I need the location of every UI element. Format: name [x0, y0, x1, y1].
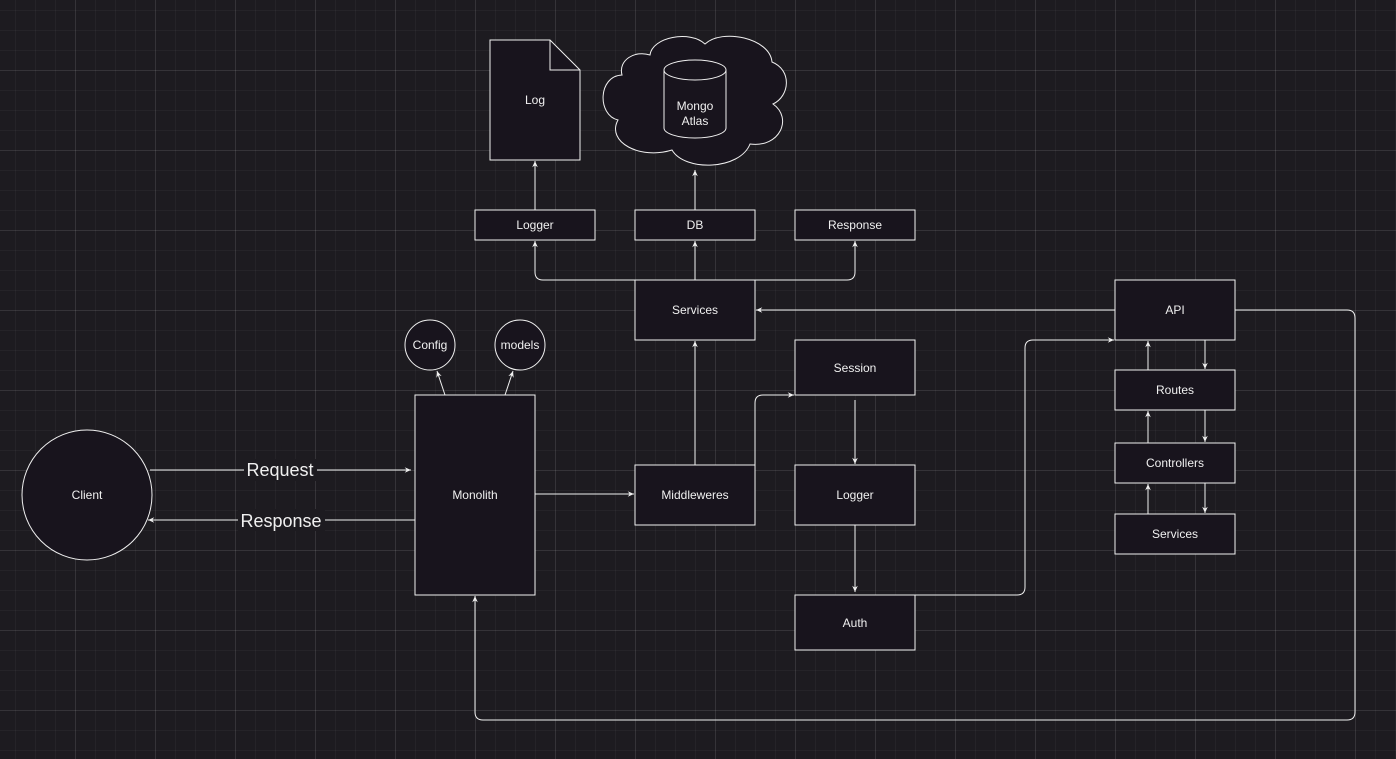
svg-text:Services: Services [672, 303, 718, 317]
svg-text:Client: Client [72, 488, 103, 502]
svg-text:Atlas: Atlas [682, 114, 709, 128]
controllers-node[interactable]: Controllers [1114, 442, 1236, 484]
request-label: Request [244, 459, 317, 481]
svg-text:Session: Session [834, 361, 877, 375]
services-right-node[interactable]: Services [1114, 513, 1236, 555]
routes-node[interactable]: Routes [1114, 369, 1236, 411]
svg-text:Response: Response [240, 511, 321, 531]
middleweres-node[interactable]: Middleweres [634, 464, 756, 526]
logger-mid-node[interactable]: Logger [794, 464, 916, 526]
database-cylinder-icon [663, 59, 727, 139]
svg-text:Auth: Auth [843, 616, 868, 630]
models-node[interactable]: models [494, 319, 546, 371]
response-label: Response [238, 509, 325, 531]
svg-text:DB: DB [687, 218, 704, 232]
api-to-monolith-edge[interactable] [472, 309, 1356, 721]
monolith-to-models-edge[interactable] [504, 370, 514, 396]
services-to-logger-edge[interactable] [532, 241, 695, 281]
config-node[interactable]: Config [404, 319, 456, 371]
svg-text:Logger: Logger [516, 218, 553, 232]
monolith-node[interactable]: Monolith [414, 394, 536, 596]
auth-to-api-edge[interactable] [915, 337, 1114, 596]
svg-text:Config: Config [413, 338, 448, 352]
svg-text:Controllers: Controllers [1146, 456, 1204, 470]
svg-text:Logger: Logger [836, 488, 873, 502]
services-node[interactable]: Services [634, 279, 756, 341]
svg-text:Middleweres: Middleweres [661, 488, 728, 502]
client-node[interactable]: Client [21, 429, 153, 561]
response-node[interactable]: Response [794, 209, 916, 241]
svg-text:models: models [501, 338, 540, 352]
session-node[interactable]: Session [794, 339, 916, 396]
api-node[interactable]: API [1114, 279, 1236, 341]
logger-top-node[interactable]: Logger [474, 209, 596, 241]
auth-node[interactable]: Auth [794, 594, 916, 651]
svg-text:Request: Request [246, 460, 313, 480]
svg-text:Response: Response [828, 218, 882, 232]
svg-text:Services: Services [1152, 527, 1198, 541]
log-document-node[interactable]: Log [489, 39, 581, 161]
services-to-response-edge[interactable] [695, 241, 858, 281]
svg-text:Mongo: Mongo [677, 99, 714, 113]
db-node[interactable]: DB [634, 209, 756, 241]
svg-text:API: API [1165, 303, 1184, 317]
middleweres-to-session-edge[interactable] [754, 392, 794, 465]
mongo-atlas-cloud-node[interactable]: Mongo Atlas [602, 35, 787, 166]
svg-text:Routes: Routes [1156, 383, 1194, 397]
monolith-to-config-edge[interactable] [436, 370, 446, 396]
svg-text:Log: Log [525, 93, 545, 107]
svg-text:Monolith: Monolith [452, 488, 497, 502]
